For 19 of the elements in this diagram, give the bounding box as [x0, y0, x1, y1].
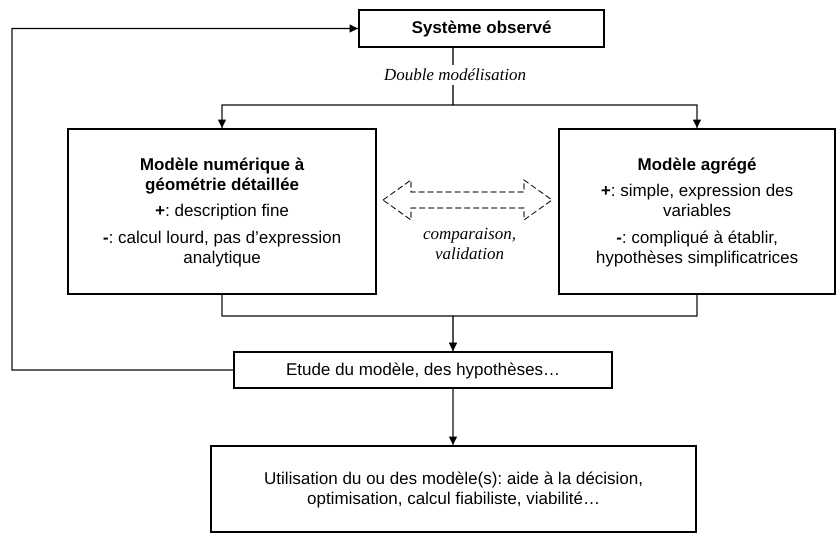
arrow: [448, 389, 458, 445]
double-arrow: [382, 179, 553, 221]
arrow: [452, 48, 702, 128]
system-box: [358, 9, 605, 48]
model-box: [67, 128, 377, 295]
arrow: [11, 24, 358, 371]
box-text: Etude du modèle, des hypothèses…: [286, 360, 560, 380]
box-text: Système observé: [412, 18, 552, 39]
box-text: +: simple, expression des variables: [600, 180, 794, 222]
usage-box: [210, 445, 697, 533]
model-box: [558, 128, 836, 295]
box-text: Utilisation du ou des modèle(s): aide à la décision, optimisation, calcul fiabiliste, viabilité…: [263, 468, 644, 510]
box-text: -: calcul lourd, pas d’expression analytique: [102, 228, 342, 268]
box-heading: Modèle agrégé: [637, 154, 757, 175]
box-text: +: description fine: [155, 201, 289, 222]
study-box: [233, 351, 613, 389]
arrow: [448, 295, 698, 351]
box-text: -: compliqué à établir, hypothèses simplificatrices: [594, 228, 800, 268]
box-heading: Modèle numérique à géométrie détaillée: [138, 154, 306, 196]
